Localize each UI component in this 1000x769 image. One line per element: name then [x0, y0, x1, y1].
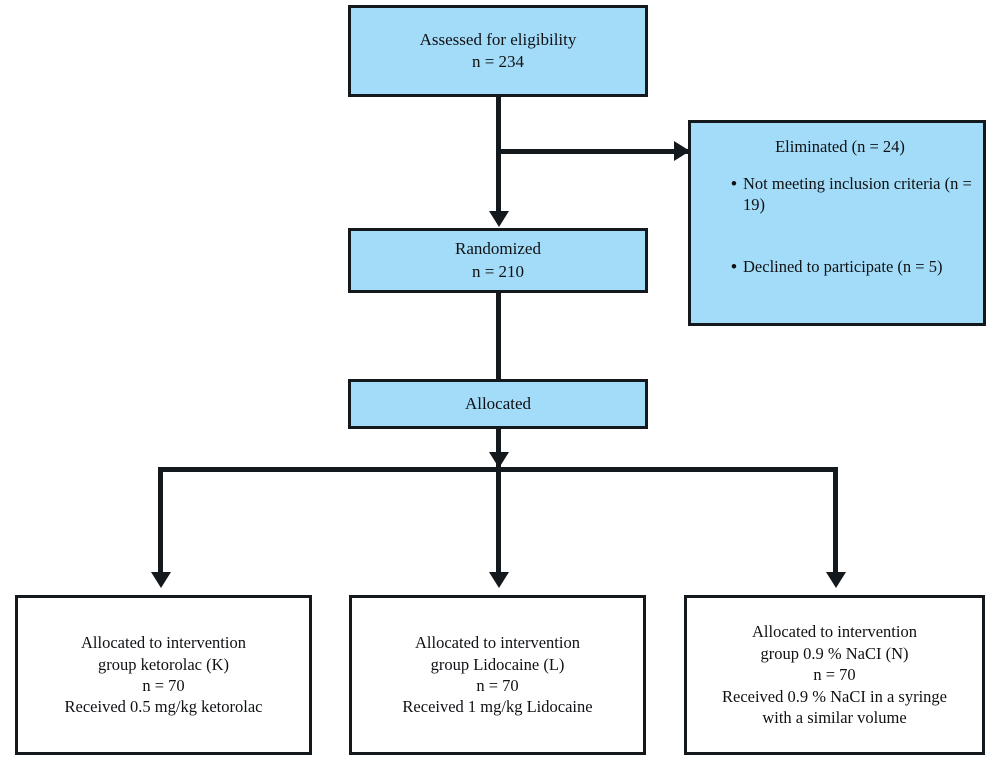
arm-ketorolac-count: n = 70 [142, 676, 185, 695]
arm-lidocaine-line-1: Allocated to intervention [415, 633, 580, 653]
node-randomized-count: n = 210 [471, 261, 525, 281]
node-assessed-for-eligibility: Assessed for eligibility n = 234 [348, 5, 648, 97]
arm-saline-count: n = 70 [813, 665, 856, 685]
node-eliminated-content: Eliminated (n = 24) • Not meeting inclus… [691, 123, 983, 323]
arrowhead-allocated-to-split [489, 452, 509, 468]
node-randomized: Randomized n = 210 [348, 228, 648, 293]
arm-lidocaine-count: n = 70 [476, 676, 519, 695]
node-arm-saline: Allocated to intervention group 0.9 % Na… [684, 595, 985, 755]
node-arm-lidocaine-content: Allocated to intervention group Lidocain… [352, 632, 643, 718]
node-eliminated: Eliminated (n = 24) • Not meeting inclus… [688, 120, 986, 326]
node-arm-lidocaine: Allocated to intervention group Lidocain… [349, 595, 646, 755]
arrowhead-split-to-arm-saline [826, 572, 846, 588]
node-arm-ketorolac-content: Allocated to intervention group ketorola… [18, 632, 309, 718]
arm-lidocaine-dose: Received 1 mg/kg Lidocaine [402, 697, 593, 717]
arrowhead-split-to-arm-lidocaine [489, 572, 509, 588]
bullet-icon: • [730, 174, 738, 195]
node-assessed-count: n = 234 [471, 52, 525, 71]
arm-saline-dose-cont: with a similar volume [762, 708, 907, 728]
node-eliminated-title: Eliminated (n = 24) [775, 137, 905, 156]
arm-saline-line-2: group 0.9 % NaCI (N) [760, 643, 909, 663]
arm-saline-dose: Received 0.9 % NaCI in a syringe [722, 686, 947, 706]
node-assessed-label: Assessed for eligibility [419, 29, 577, 49]
connector-split-to-arm-saline [833, 467, 838, 577]
eliminated-reason-item: • Not meeting inclusion criteria (n = 19… [725, 173, 977, 215]
connector-randomized-to-allocated [496, 293, 501, 379]
node-allocated: Allocated [348, 379, 648, 429]
arm-ketorolac-line-2: group ketorolac (K) [97, 654, 230, 674]
node-randomized-label: Randomized [455, 239, 541, 259]
node-allocated-content: Allocated [351, 393, 645, 415]
bullet-icon: • [730, 257, 738, 278]
arm-lidocaine-line-2: group Lidocaine (L) [430, 654, 565, 674]
connector-allocated-to-split [496, 429, 501, 467]
arrowhead-assessed-to-randomized [489, 211, 509, 227]
connector-split-to-arm-ketorolac [158, 467, 163, 577]
arm-saline-line-1: Allocated to intervention [752, 622, 917, 642]
arm-ketorolac-line-1: Allocated to intervention [81, 633, 246, 653]
node-randomized-content: Randomized n = 210 [351, 238, 645, 282]
node-allocated-label: Allocated [464, 393, 532, 413]
arrowhead-split-to-arm-ketorolac [151, 572, 171, 588]
connector-split-to-arm-lidocaine [496, 467, 501, 577]
arrowhead-assessed-to-eliminated [674, 141, 690, 161]
node-assessed-content: Assessed for eligibility n = 234 [351, 29, 645, 73]
node-arm-ketorolac: Allocated to intervention group ketorola… [15, 595, 312, 755]
eliminated-reason-text: Not meeting inclusion criteria (n = 19) [743, 174, 972, 215]
node-arm-saline-content: Allocated to intervention group 0.9 % Na… [687, 621, 982, 728]
connector-assessed-to-eliminated [496, 149, 696, 154]
eliminated-reason-text: Declined to participate (n = 5) [743, 257, 943, 276]
arm-ketorolac-dose: Received 0.5 mg/kg ketorolac [64, 697, 263, 717]
connector-assessed-to-randomized [496, 97, 501, 215]
eliminated-reason-item: • Declined to participate (n = 5) [725, 256, 977, 280]
